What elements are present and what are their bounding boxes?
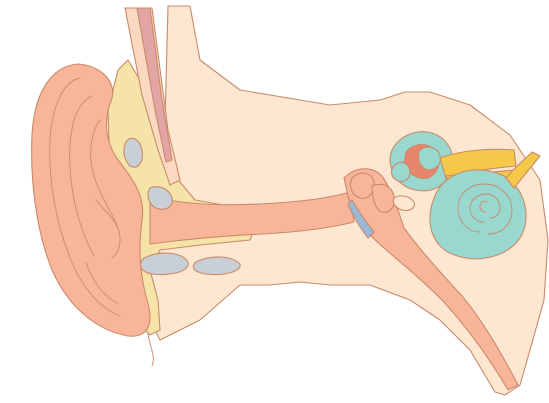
- bone-piece-1: [124, 138, 142, 167]
- bone-piece-3: [141, 253, 188, 274]
- bone-piece-4: [193, 257, 240, 275]
- lobule-tail: [148, 334, 153, 366]
- malleus: [350, 173, 374, 198]
